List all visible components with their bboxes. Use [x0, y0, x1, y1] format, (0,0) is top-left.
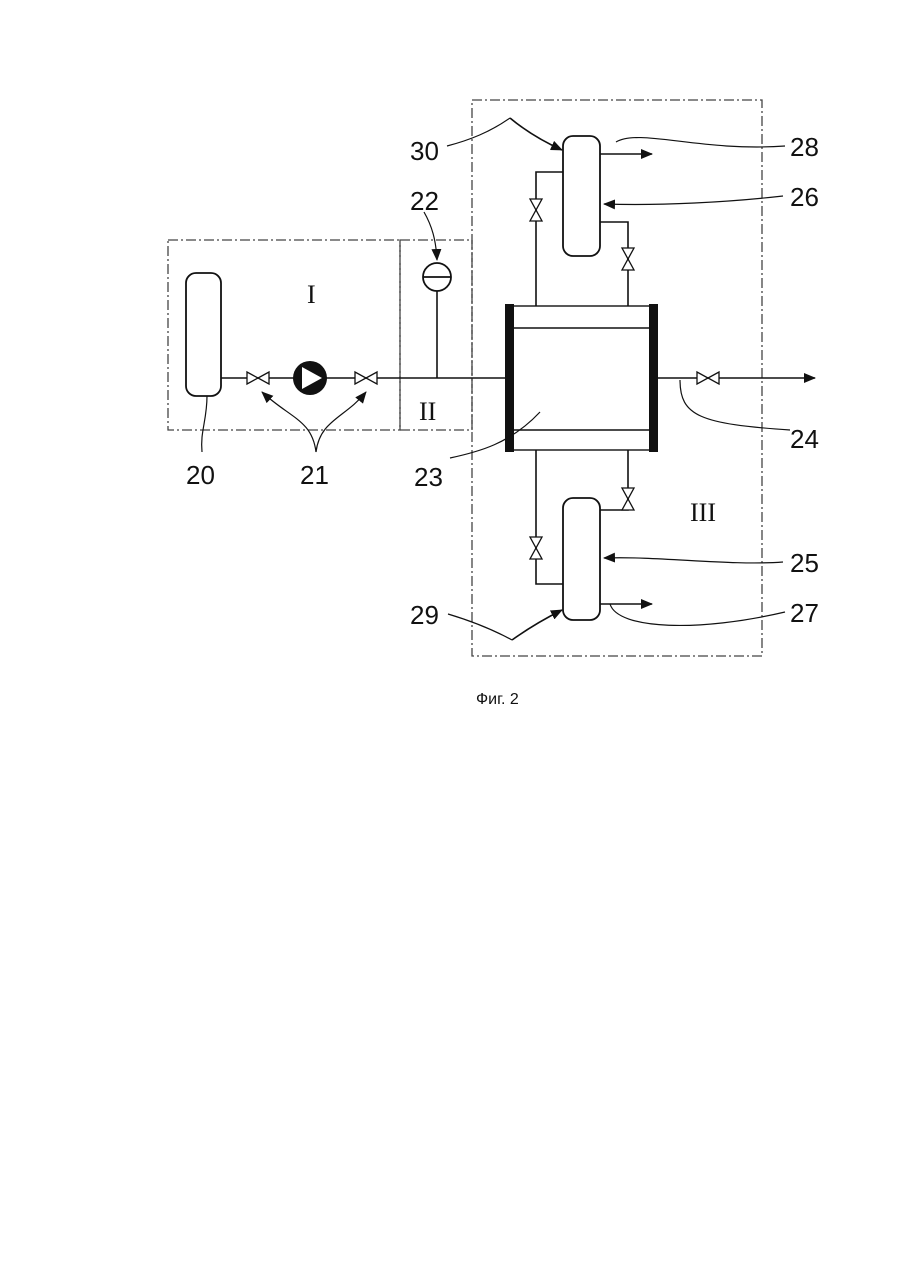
leader-24	[680, 380, 790, 430]
pump-icon	[293, 361, 327, 395]
leader-28	[616, 138, 785, 147]
figure-caption: Фиг. 2	[476, 691, 519, 708]
feed-valve-right	[355, 372, 377, 384]
lower-right-line	[600, 450, 628, 510]
leader-27	[610, 604, 785, 625]
feed-valve-left	[247, 372, 269, 384]
section-3-label: III	[690, 498, 716, 527]
leader-25	[604, 558, 783, 563]
label-20: 20	[186, 460, 215, 490]
section-2-label: II	[419, 397, 436, 426]
section-1-label: I	[307, 280, 316, 309]
outlet-valve	[697, 372, 719, 384]
label-26: 26	[790, 182, 819, 212]
lower-left-valve	[530, 537, 542, 559]
vessel-20	[186, 273, 221, 396]
upper-left-valve	[530, 199, 542, 221]
leader-21-left	[262, 392, 316, 452]
leader-26	[604, 196, 783, 205]
label-21: 21	[300, 460, 329, 490]
upper-right-line	[600, 222, 628, 306]
upper-left-line	[536, 172, 563, 306]
label-29: 29	[410, 600, 439, 630]
lower-left-line	[536, 450, 563, 584]
label-28: 28	[790, 132, 819, 162]
pressure-gauge-icon	[423, 263, 451, 378]
label-27: 27	[790, 598, 819, 628]
lower-right-valve	[622, 488, 634, 510]
reactor-23	[505, 304, 658, 452]
label-23: 23	[414, 462, 443, 492]
leader-30	[447, 118, 510, 146]
upper-right-valve	[622, 248, 634, 270]
leader-21-right	[316, 392, 366, 452]
label-25: 25	[790, 548, 819, 578]
leader-20	[202, 396, 207, 452]
leader-22	[424, 212, 437, 260]
label-22: 22	[410, 186, 439, 216]
lower-inlet-29	[512, 610, 562, 640]
label-30: 30	[410, 136, 439, 166]
heat-exchanger-26	[563, 136, 600, 256]
label-24: 24	[790, 424, 819, 454]
leader-29	[448, 614, 512, 640]
heat-exchanger-25	[563, 498, 600, 620]
upper-inlet-30	[510, 118, 562, 150]
